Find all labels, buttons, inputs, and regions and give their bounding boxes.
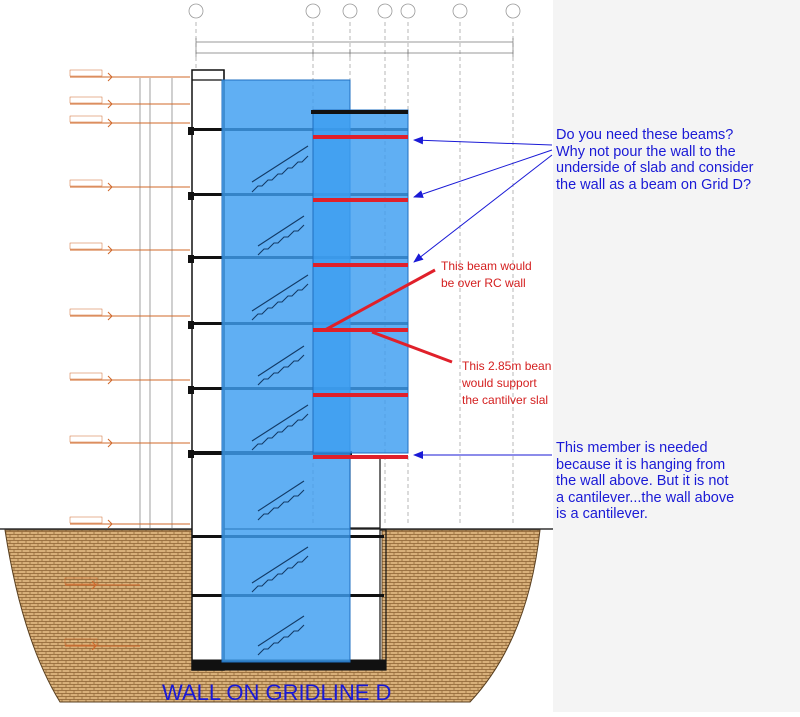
rc-wall-note: This beam would be over RC wall	[441, 258, 532, 292]
red-pointer-lines	[324, 268, 453, 364]
note-line: This member is needed	[556, 440, 708, 456]
note-line: the wall as a beam on Grid D?	[556, 176, 752, 193]
level-markers	[65, 72, 190, 651]
note-line: This beam would	[441, 259, 532, 273]
side-panel	[553, 0, 800, 712]
cantilever-top-slab	[311, 110, 408, 114]
rc-wall-cantilever	[312, 109, 409, 454]
stairs	[251, 145, 309, 656]
level-marker-labels	[64, 69, 103, 646]
dimension-lines	[139, 38, 514, 528]
building-outline	[191, 69, 387, 671]
note-line: Do you need these beams?	[556, 127, 734, 143]
soil-fill	[4, 529, 541, 703]
note-line: This 2.85m bean	[462, 359, 552, 373]
note-line: a cantilever...the wall above	[556, 489, 735, 506]
note-line: be over RC wall	[441, 276, 526, 290]
note-line: Why not pour the wall to the	[556, 143, 736, 160]
note-line: would support	[462, 376, 537, 390]
highlighted-beams	[313, 135, 408, 459]
cantilever-note: This 2.85m bean would support the cantil…	[462, 358, 553, 409]
arrow-icon	[413, 136, 553, 459]
drawing-title: WALL ON GRIDLINE D	[162, 680, 392, 705]
grid-bubbles	[188, 3, 521, 19]
note-line: the wall above. But it is not	[556, 473, 729, 489]
beams-question-note: Do you need these beams? Why not pour th…	[556, 127, 754, 193]
member-note: This member is needed because it is hang…	[556, 440, 734, 523]
note-line: because it is hanging from	[556, 456, 726, 473]
note-line: underside of slab and consider	[556, 160, 754, 176]
note-line: is a cantilever.	[556, 506, 648, 522]
note-line: the cantilver slal	[462, 393, 549, 407]
